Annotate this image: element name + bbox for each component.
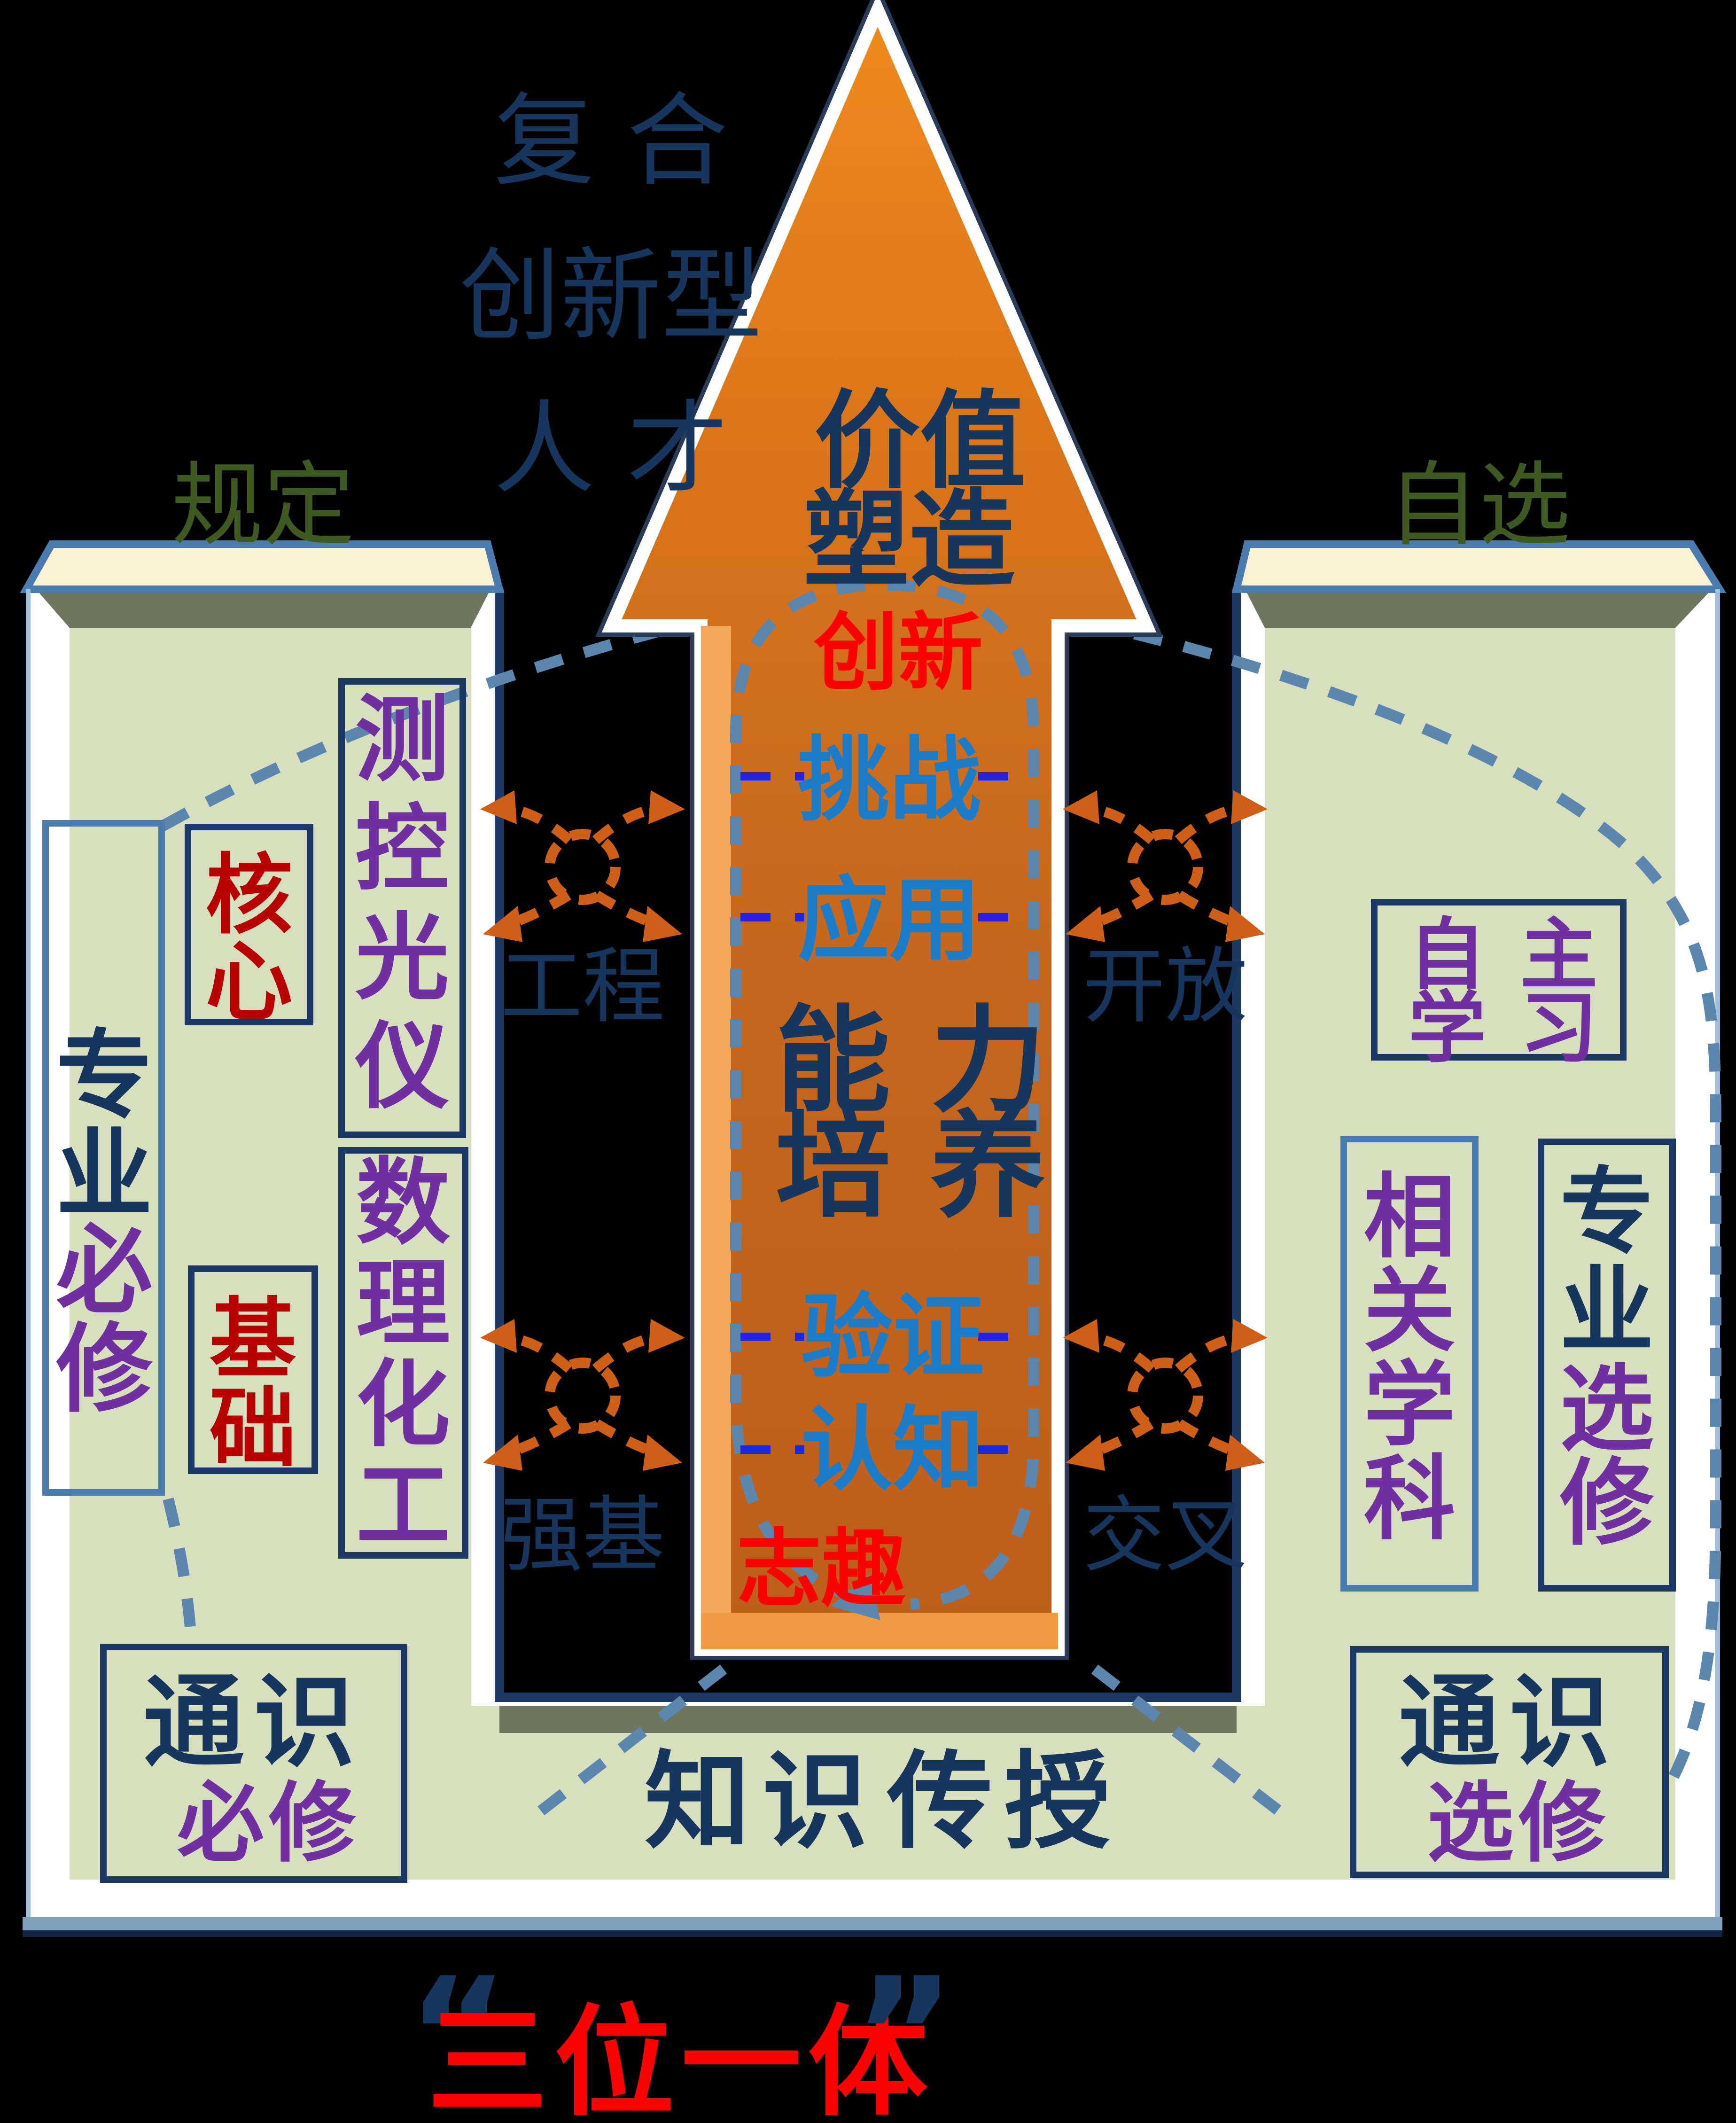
basics-box [338,1147,468,1559]
ability-line1: 能 力 [775,994,1045,1128]
general-required-line1: 通识 [143,1663,364,1781]
major-elective-box [1538,1139,1676,1592]
major-required-char1: 专 [56,1020,153,1132]
core-box [185,824,313,1025]
transmission-label: 传授 [887,1741,1122,1864]
self-learning-char2: 主 [1520,910,1598,1000]
value-shaping-line1: 价值 [814,380,1026,503]
loop-right [1034,606,1721,1788]
challenge-label: 挑战 [798,727,981,834]
foundation-char1: 基 [210,1288,296,1390]
base-top-bevel [499,1706,1237,1733]
open-quote: “ [407,1944,509,2123]
cognition-label: 认知 [801,1397,984,1503]
left-pillar-roof [20,540,505,593]
talent-headline: 复 合 创新型 人 才 [459,82,763,508]
value-arrow [595,0,1163,1660]
related-disciplines-box [1340,1136,1479,1592]
footer-title: “ 三位一体 ” [407,1944,956,2123]
knowledge-label: 知识 [645,1741,880,1864]
three-in-one-title: 三位一体 [428,1993,935,2123]
elective-char3: 选 [1560,1355,1654,1465]
related-char1: 相 [1364,1164,1456,1271]
majors-char4: 仪 [355,1013,449,1122]
left-roof-bevel [38,591,490,628]
headline-line3: 人 才 [494,390,728,508]
right-pillar-header: 自选 [1387,452,1571,559]
capsule-dash-path [730,579,1039,1610]
basics-char2: 理 [356,1249,450,1359]
growth-capsule [730,579,1039,1620]
engineering-label: 工程 [500,939,665,1035]
application-label: 应用 [798,867,981,974]
majors-char1: 测 [355,686,449,795]
general-elective-line1: 通识 [1399,1663,1619,1781]
arrow-foot [701,1613,1058,1649]
headline-line1: 复 合 [494,82,728,200]
cross-label: 交叉 [1083,1488,1247,1584]
major-required-char2: 业 [56,1119,153,1231]
major-required-box [42,820,165,1496]
major-required-char3: 必 [56,1215,153,1327]
innovation-label: 创新 [814,604,983,702]
strengthen-label: 强基 [500,1488,665,1584]
verification-label: 验证 [801,1284,984,1390]
majors-box [338,678,466,1138]
arrow-left-bevel [701,626,731,1613]
left-pillar-content: 专 业 必 修 核 心 基 础 测 控 光 仪 数 理 化 工 通识 必修 [42,678,468,1883]
loop-v-left [526,1664,727,1824]
foundation-box [188,1265,318,1474]
right-pillar-content: 自 主 学 习 相 关 学 科 专 业 选 修 通识 选修 [1340,899,1676,1878]
base-bottom-edge [23,1917,1722,1930]
self-learning-char4: 习 [1520,983,1598,1073]
general-elective-box [1350,1646,1669,1878]
interest-label: 志趣 [737,1521,906,1619]
loop-left-lower [163,1498,197,1645]
elective-char1: 专 [1560,1158,1654,1267]
major-required-char4: 修 [56,1314,153,1426]
basics-char4: 工 [356,1452,450,1561]
core-char1: 核 [206,844,293,946]
inner-edge-outline [495,588,1241,1702]
basics-char3: 化 [356,1350,450,1460]
general-required-line2: 必修 [177,1772,360,1874]
related-char3: 学 [1364,1352,1456,1459]
self-learning-char3: 学 [1409,983,1486,1073]
general-required-box [100,1644,407,1883]
base-bottom-shadow [23,1930,1722,1937]
pedestal-structure [20,540,1727,1937]
related-char2: 关 [1364,1258,1456,1365]
elective-char2: 业 [1560,1257,1654,1366]
general-elective-line2: 选修 [1427,1772,1610,1874]
open-label: 开放 [1083,939,1247,1035]
self-learning-char1: 自 [1409,910,1486,1000]
self-learning-box [1371,899,1627,1061]
cross-flow-icons: 工程 强基 开放 交叉 [480,790,1268,1584]
capsule-arrowhead-icon [831,1574,880,1620]
majors-char3: 光 [355,904,449,1013]
core-char2: 心 [206,931,293,1033]
loop-v-right [1091,1664,1299,1828]
right-roof-bevel [1246,591,1710,628]
headline-line2: 创新型 [459,237,763,355]
value-shaping-line2: 塑造 [803,479,1015,602]
elective-char4: 修 [1560,1449,1654,1559]
pedestal-green-face [70,628,1675,1880]
basics-char1: 数 [356,1148,450,1258]
majors-char2: 控 [355,795,449,904]
related-char4: 科 [1364,1446,1456,1553]
close-quote: ” [854,1944,956,2123]
left-pillar-header: 规定 [171,452,355,559]
ability-line2: 培 养 [775,1100,1045,1233]
foundation-char2: 础 [210,1378,296,1479]
